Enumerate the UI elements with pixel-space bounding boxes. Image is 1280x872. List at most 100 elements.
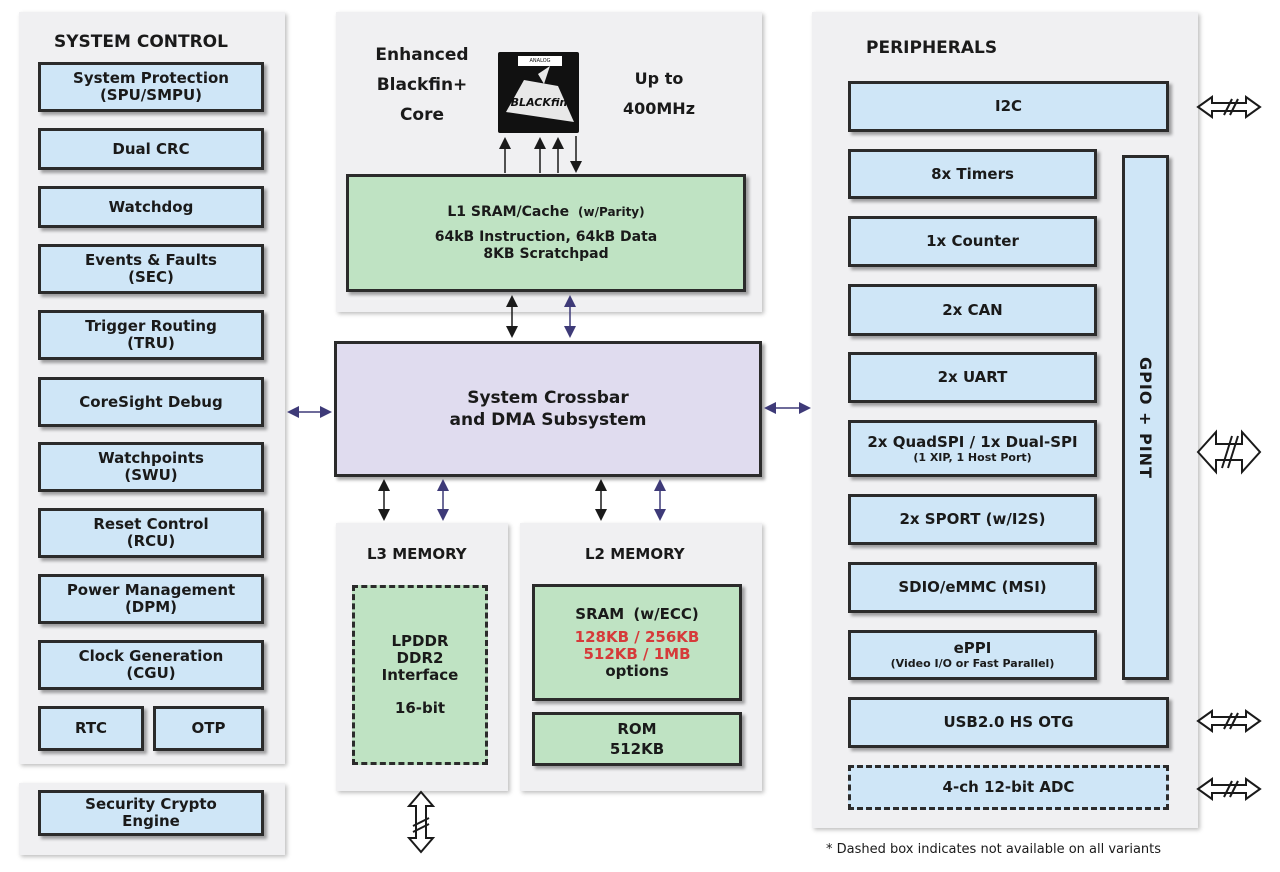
block-label: Events & Faults	[85, 251, 217, 269]
l1-title: L1 SRAM/Cache	[447, 203, 570, 220]
adc-block: 4-ch 12-bit ADC	[848, 765, 1169, 810]
crossbar-line: System Crossbar	[467, 388, 629, 408]
l1-line2: 64kB Instruction, 64kB Data	[434, 228, 658, 245]
l3-line: DDR2	[396, 649, 444, 667]
block-label: RTC	[74, 719, 108, 737]
block-sublabel: (CGU)	[126, 664, 176, 682]
l3-bitwidth: 16-bit	[394, 699, 446, 717]
otp-block: OTP	[153, 706, 264, 751]
core-name: Enhanced Blackfin+ Core	[362, 40, 482, 130]
block-label: 2x UART	[937, 368, 1008, 386]
block-label: Watchpoints	[98, 449, 204, 467]
core-speed: Up to 400MHz	[606, 64, 712, 124]
system-protection-block: System Protection (SPU/SMPU)	[38, 62, 264, 112]
block-sublabel: (SPU/SMPU)	[99, 86, 203, 104]
sport-block: 2x SPORT (w/I2S)	[848, 494, 1097, 545]
timers-block: 8x Timers	[848, 149, 1097, 199]
core-name-line: Blackfin+	[376, 75, 468, 95]
block-sublabel: (SWU)	[124, 466, 178, 484]
coresight-debug-block: CoreSight Debug	[38, 377, 264, 427]
can-block: 2x CAN	[848, 284, 1097, 336]
rom-label: ROM	[617, 720, 657, 738]
uart-block: 2x UART	[848, 352, 1097, 403]
block-label: SDIO/eMMC (MSI)	[898, 578, 1047, 596]
sdio-emmc-block: SDIO/eMMC (MSI)	[848, 562, 1097, 613]
security-crypto-block: Security Crypto Engine	[38, 790, 264, 836]
block-sublabel: Engine	[122, 812, 180, 830]
l2-memory-title: L2 MEMORY	[585, 545, 685, 563]
eppi-block: ePPI (Video I/O or Fast Parallel)	[848, 630, 1097, 680]
power-management-block: Power Management (DPM)	[38, 574, 264, 624]
reset-control-block: Reset Control (RCU)	[38, 508, 264, 558]
core-speed-line: 400MHz	[622, 99, 696, 118]
rom-block: ROM 512KB	[532, 712, 742, 766]
block-label: Power Management	[66, 581, 236, 599]
watchdog-block: Watchdog	[38, 186, 264, 228]
usb-external-arrow	[1196, 709, 1262, 733]
gpio-pint-block: GPIO + PINT	[1122, 155, 1169, 680]
core-name-line: Enhanced	[375, 45, 469, 65]
block-label: Reset Control	[93, 515, 209, 533]
events-faults-block: Events & Faults (SEC)	[38, 244, 264, 294]
l3-line: LPDDR	[391, 632, 449, 650]
block-label: 2x CAN	[942, 300, 1003, 319]
l3-external-arrow	[406, 790, 436, 854]
block-label: Trigger Routing	[85, 317, 217, 335]
system-control-title: SYSTEM CONTROL	[54, 32, 228, 52]
block-sublabel: (Video I/O or Fast Parallel)	[890, 657, 1055, 670]
core-speed-line: Up to	[634, 69, 684, 88]
block-sublabel: (RCU)	[126, 532, 176, 550]
trigger-routing-block: Trigger Routing (TRU)	[38, 310, 264, 360]
blackfin-chip-icon: ANALOG DEVICES BLACKfin	[498, 52, 579, 133]
core-name-line: Core	[399, 105, 445, 125]
l1-line3: 8KB Scratchpad	[483, 245, 609, 262]
block-label: OTP	[191, 719, 226, 737]
block-label: ePPI	[953, 639, 992, 657]
block-label: I2C	[994, 97, 1023, 115]
counter-block: 1x Counter	[848, 216, 1097, 267]
peripherals-title: PERIPHERALS	[866, 38, 998, 58]
sram-options: options	[605, 661, 669, 680]
system-crossbar-block: System Crossbar and DMA Subsystem	[334, 341, 762, 477]
clock-generation-block: Clock Generation (CGU)	[38, 640, 264, 690]
sram-size-option: 512KB / 1MB	[583, 644, 691, 663]
sram-title: SRAM	[575, 604, 625, 623]
block-label: Security Crypto	[85, 795, 217, 813]
block-sublabel: (TRU)	[127, 334, 175, 352]
l3-memory-title: L3 MEMORY	[367, 545, 467, 563]
block-label: System Protection	[73, 69, 229, 87]
sram-ecc: (w/ECC)	[633, 604, 699, 623]
l3-line: Interface	[381, 666, 459, 684]
l1-parity: (w/Parity)	[578, 204, 645, 219]
l1-sram-cache-block: L1 SRAM/Cache (w/Parity) 64kB Instructio…	[346, 174, 746, 292]
block-label: 2x SPORT (w/I2S)	[899, 510, 1046, 528]
gpio-label: GPIO + PINT	[1136, 356, 1155, 479]
block-label: 8x Timers	[931, 164, 1014, 183]
gpio-external-arrow	[1196, 429, 1262, 475]
chip-brand: BLACKfin	[510, 96, 568, 109]
footnote: * Dashed box indicates not available on …	[826, 842, 1162, 857]
l2-sram-block: SRAM (w/ECC) 128KB / 256KB 512KB / 1MB o…	[532, 584, 742, 701]
dual-crc-block: Dual CRC	[38, 128, 264, 170]
block-label: Clock Generation	[78, 647, 224, 665]
block-label: 4-ch 12-bit ADC	[942, 778, 1075, 796]
watchpoints-block: Watchpoints (SWU)	[38, 442, 264, 492]
block-sublabel: (1 XIP, 1 Host Port)	[913, 450, 1032, 464]
block-label: Dual CRC	[112, 139, 190, 158]
blackfin-logo-icon	[506, 66, 574, 122]
quadspi-block: 2x QuadSPI / 1x Dual-SPI (1 XIP, 1 Host …	[848, 420, 1097, 477]
block-label: 2x QuadSPI / 1x Dual-SPI	[867, 432, 1078, 451]
block-sublabel: (DPM)	[124, 598, 178, 616]
block-label: 1x Counter	[926, 232, 1019, 250]
block-label: USB2.0 HS OTG	[943, 713, 1074, 731]
i2c-external-arrow	[1196, 95, 1262, 119]
block-label: CoreSight Debug	[79, 392, 223, 411]
i2c-block: I2C	[848, 81, 1169, 132]
sram-size-option: 128KB / 256KB	[574, 627, 700, 646]
lpddr-ddr2-block: LPDDR DDR2 Interface 16-bit	[352, 585, 488, 765]
crossbar-line: and DMA Subsystem	[449, 410, 647, 430]
rom-size: 512KB	[609, 740, 665, 758]
usb-otg-block: USB2.0 HS OTG	[848, 697, 1169, 748]
block-sublabel: (SEC)	[128, 268, 174, 286]
chip-logo: ANALOG DEVICES	[518, 56, 562, 66]
